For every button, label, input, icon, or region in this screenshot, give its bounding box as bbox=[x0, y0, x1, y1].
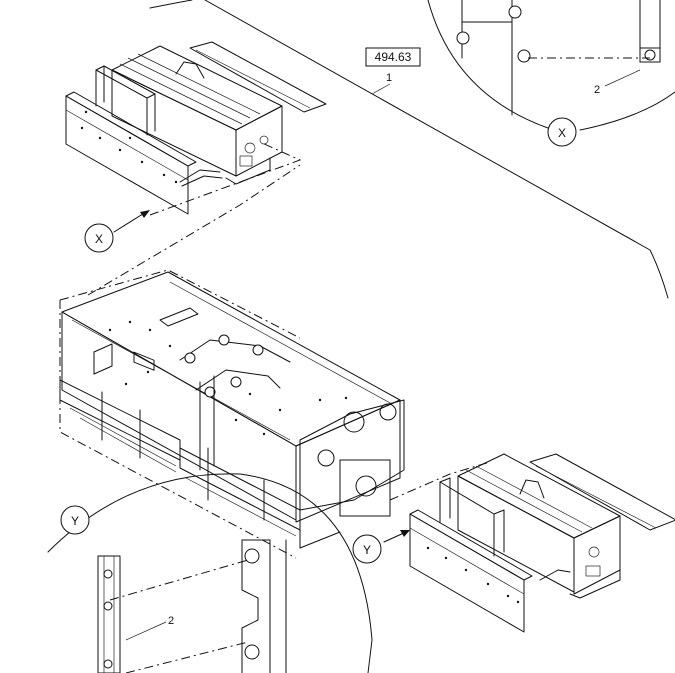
detail-circle-x bbox=[427, 0, 675, 133]
part-number-box bbox=[365, 47, 421, 67]
detail-y-tag-left bbox=[60, 505, 90, 535]
detail-x-tag-ref bbox=[84, 223, 114, 253]
explode-path-x bbox=[149, 142, 302, 216]
arrow-x bbox=[113, 211, 147, 233]
module-y-assembly bbox=[409, 453, 675, 633]
explode-path-x-long bbox=[87, 164, 301, 296]
detail-y-tag-ref bbox=[352, 534, 382, 564]
callout-2-bottom: 2 bbox=[168, 615, 174, 627]
callout-2-top: 2 bbox=[594, 84, 600, 96]
main-frame-assembly bbox=[59, 271, 405, 549]
detail-y-letter-left: Y bbox=[71, 514, 79, 528]
detail-y-parts bbox=[97, 539, 287, 673]
explode-path-y bbox=[389, 461, 491, 501]
detail-x-tag-top bbox=[547, 117, 577, 147]
detail-x-letter-ref: X bbox=[95, 232, 103, 246]
callout-1-leader bbox=[371, 83, 391, 95]
detail-y-letter-ref: Y bbox=[363, 543, 371, 557]
callout-1: 1 bbox=[386, 72, 392, 84]
detail-x-letter-top: X bbox=[558, 126, 566, 140]
mount-outline-top bbox=[59, 269, 301, 339]
arrowhead-x bbox=[140, 210, 150, 218]
arrowhead-y bbox=[400, 530, 410, 537]
part-number: 494.63 bbox=[375, 50, 412, 64]
detail-circle-y bbox=[47, 473, 373, 673]
section-line-left bbox=[149, 0, 193, 9]
section-line bbox=[204, 0, 669, 299]
mount-outline-left bbox=[59, 300, 297, 559]
module-x-assembly bbox=[65, 41, 327, 215]
